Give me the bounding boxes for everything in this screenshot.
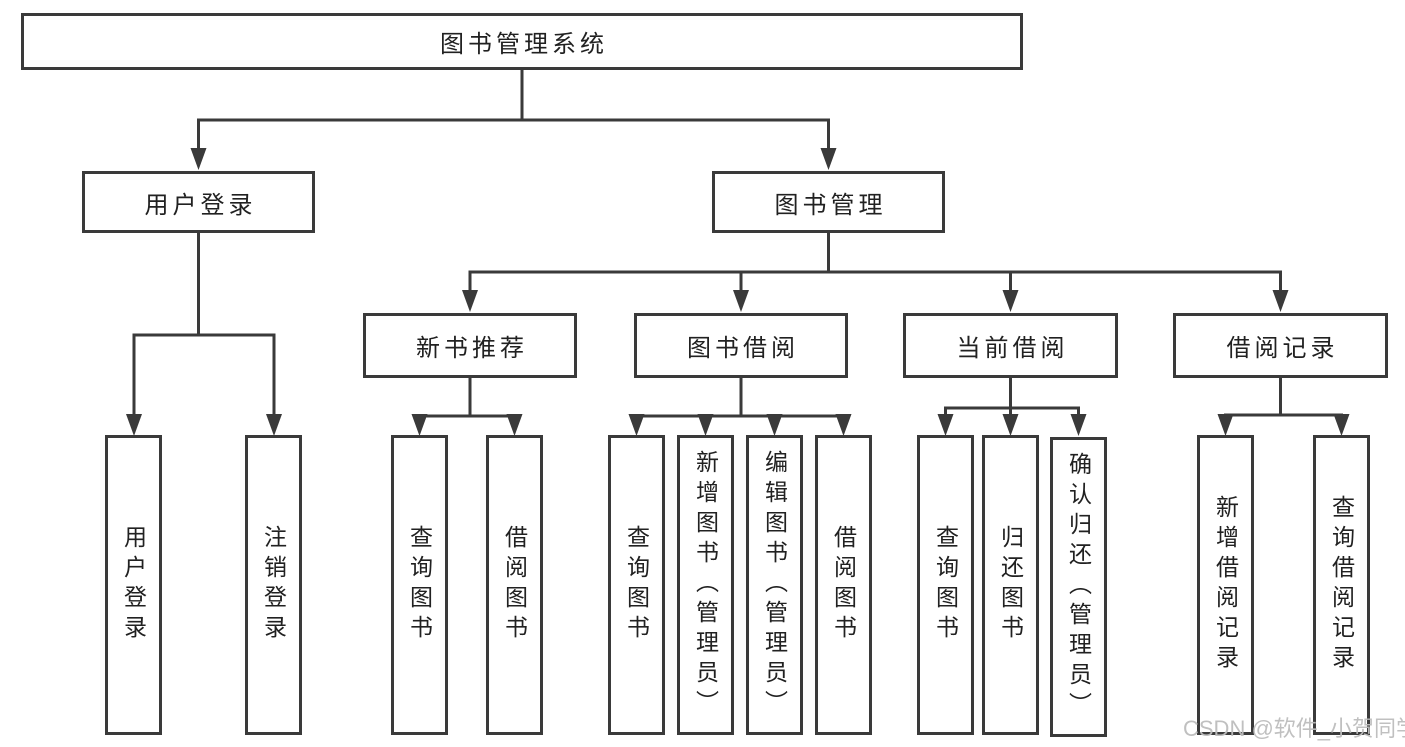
node-book-borrow: 图书借阅	[634, 313, 848, 378]
leaf-label: 确认归还（管理员）	[1065, 452, 1092, 722]
node-borrow-records: 借阅记录	[1173, 313, 1388, 378]
node-library-system: 图书管理系统	[21, 13, 1023, 70]
leaf-query-books-recommend: 查询图书	[391, 435, 448, 735]
leaf-label: 查询图书	[406, 525, 433, 645]
node-label: 当前借阅	[956, 335, 1069, 362]
node-label: 图书管理	[774, 191, 887, 219]
leaf-label: 查询图书	[932, 525, 959, 645]
leaf-user-login: 用户登录	[105, 435, 162, 735]
node-label: 图书管理系统	[440, 31, 608, 58]
leaf-query-borrow-record: 查询借阅记录	[1313, 435, 1370, 735]
leaf-label: 借阅图书	[830, 525, 857, 645]
leaf-return-book: 归还图书	[982, 435, 1039, 735]
node-book-management: 图书管理	[712, 171, 945, 233]
leaf-edit-book-admin: 编辑图书（管理员）	[746, 435, 803, 735]
leaf-label: 注销登录	[260, 525, 287, 645]
leaf-logout: 注销登录	[245, 435, 302, 735]
leaf-query-books-current: 查询图书	[917, 435, 974, 735]
leaf-add-book-admin: 新增图书（管理员）	[677, 435, 734, 735]
leaf-query-books-borrow: 查询图书	[608, 435, 665, 735]
node-new-book-recommend: 新书推荐	[363, 313, 577, 378]
leaf-label: 新增借阅记录	[1212, 495, 1239, 675]
node-label: 用户登录	[144, 191, 257, 219]
leaf-label: 新增图书（管理员）	[692, 450, 719, 720]
csdn-watermark: CSDN @软件_小贺同学	[1183, 716, 1405, 741]
node-current-borrow: 当前借阅	[903, 313, 1118, 378]
node-label: 图书借阅	[687, 335, 799, 362]
leaf-borrow-books: 借阅图书	[815, 435, 872, 735]
leaf-confirm-return-admin: 确认归还（管理员）	[1050, 437, 1107, 737]
leaf-add-borrow-record: 新增借阅记录	[1197, 435, 1254, 735]
leaf-label: 借阅图书	[501, 525, 528, 645]
leaf-borrow-books-recommend: 借阅图书	[486, 435, 543, 735]
leaf-label: 归还图书	[997, 525, 1024, 645]
arrowheads	[126, 148, 1350, 436]
leaf-label: 查询借阅记录	[1328, 495, 1355, 675]
node-user-login: 用户登录	[82, 171, 315, 233]
leaf-label: 编辑图书（管理员）	[761, 450, 788, 720]
node-label: 借阅记录	[1226, 335, 1339, 362]
leaf-label: 用户登录	[120, 525, 147, 645]
leaf-label: 查询图书	[623, 525, 650, 645]
node-label: 新书推荐	[416, 335, 528, 362]
